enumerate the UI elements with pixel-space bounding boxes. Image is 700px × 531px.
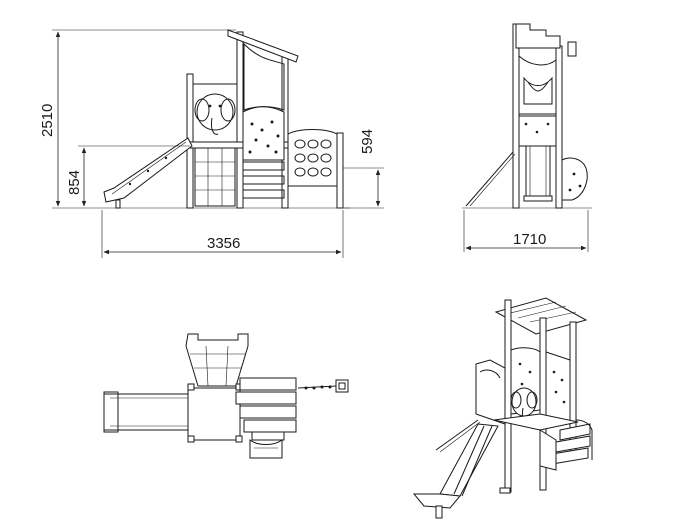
top-plan-view <box>103 333 349 459</box>
elephant-panel <box>192 83 238 143</box>
iso-slide <box>412 423 499 519</box>
dim-platform-height: 854 <box>66 170 83 195</box>
net-ladder <box>194 147 236 207</box>
steps <box>242 161 285 199</box>
side-elevation-view: 1710 <box>462 23 592 252</box>
climbing-wall <box>287 129 338 187</box>
iso-stairs <box>551 419 593 465</box>
perforated-panel <box>242 106 285 161</box>
dim-wall-height: 594 <box>359 129 376 154</box>
isometric-view <box>412 297 593 519</box>
dim-width: 1710 <box>513 231 546 248</box>
dim-total-height: 2510 <box>39 104 56 137</box>
slide <box>103 137 193 209</box>
dim-length: 3356 <box>207 235 240 252</box>
front-elevation-view: 2510 854 594 3356 <box>39 29 384 258</box>
